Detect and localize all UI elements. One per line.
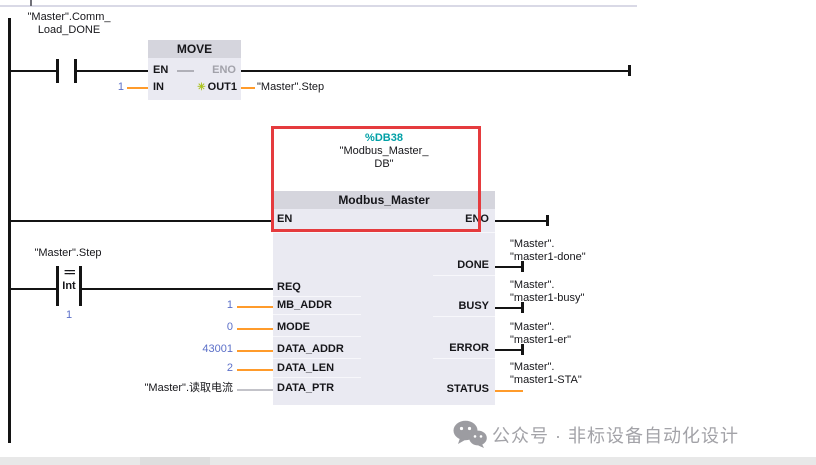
mode-value[interactable]: 0	[226, 321, 233, 333]
wire-req	[82, 288, 273, 290]
row-divider	[273, 336, 361, 337]
db-number[interactable]: %DB38	[365, 132, 403, 144]
wire-end-tick	[521, 344, 524, 355]
wire-constant	[237, 306, 273, 308]
compare-value[interactable]: 1	[65, 309, 73, 321]
contact-tag-line1: "Master".Comm_	[27, 11, 111, 23]
db-name-line1: "Modbus_Master_	[339, 145, 429, 157]
wire-pointer	[237, 389, 273, 391]
contact-left-bar[interactable]	[56, 59, 59, 83]
move-pin-in[interactable]: IN	[153, 81, 164, 93]
wire	[77, 70, 148, 72]
fb-block-title[interactable]: Modbus_Master	[273, 191, 495, 209]
status-tag-line1: "Master".	[510, 361, 555, 373]
compare-left-bar[interactable]	[56, 266, 59, 306]
row-divider	[273, 296, 361, 297]
wire	[11, 288, 56, 290]
row-divider	[273, 232, 495, 233]
mb-addr-value[interactable]: 1	[226, 299, 233, 311]
watermark-text: 公众号 · 非标设备自动化设计	[492, 426, 739, 446]
status-tag[interactable]: "Master". "master1-STA"	[510, 361, 640, 387]
move-pin-eno[interactable]: ENO	[212, 64, 236, 76]
row-divider	[433, 358, 495, 359]
fb-pin-busy[interactable]: BUSY	[458, 300, 489, 312]
compare-type[interactable]: Int	[62, 280, 76, 292]
row-divider	[433, 275, 495, 276]
wire-constant	[237, 350, 273, 352]
wire-operand	[241, 87, 255, 89]
move-out-tag[interactable]: "Master".Step	[257, 81, 325, 93]
star-icon: ✳	[197, 82, 206, 93]
wire-end-tick	[521, 261, 524, 272]
row-divider	[273, 377, 361, 378]
data-len-value[interactable]: 2	[226, 362, 233, 374]
busy-tag-line2: "master1-busy"	[510, 292, 585, 304]
fb-pin-data-addr[interactable]: DATA_ADDR	[277, 343, 344, 355]
wire-operand	[495, 390, 523, 392]
busy-tag-line1: "Master".	[510, 279, 555, 291]
compare-operator[interactable]: ==	[64, 267, 75, 279]
wire-eno-out	[241, 70, 628, 72]
compare-right-bar[interactable]	[79, 266, 82, 306]
busy-tag[interactable]: "Master". "master1-busy"	[510, 279, 640, 305]
row-divider	[433, 316, 495, 317]
contact-right-bar[interactable]	[74, 59, 77, 83]
wire	[495, 307, 521, 309]
wire-constant	[237, 328, 273, 330]
wire-constant	[237, 369, 273, 371]
annotation-rectangle	[271, 126, 481, 232]
fb-pin-data-len[interactable]: DATA_LEN	[277, 362, 335, 374]
wire-en	[11, 220, 273, 222]
fb-pin-req[interactable]: REQ	[277, 281, 301, 293]
contact-tag-line2: Load_DONE	[37, 24, 101, 36]
move-in-value[interactable]: 1	[117, 81, 124, 93]
eno-stub-wire	[177, 70, 194, 72]
wire-end-tick	[546, 215, 549, 226]
wire	[495, 266, 521, 268]
done-tag-line1: "Master".	[510, 238, 555, 250]
wechat-icon	[453, 420, 487, 448]
fb-pin-eno[interactable]: ENO	[465, 213, 489, 225]
move-pin-out1-label: OUT1	[207, 81, 237, 93]
error-tag-line2: "master1-er"	[510, 334, 571, 346]
row-divider	[273, 358, 361, 359]
error-tag-line1: "Master".	[510, 321, 555, 333]
wire-constant	[127, 87, 148, 89]
data-ptr-tag[interactable]: "Master".读取电流	[144, 382, 233, 394]
fb-pin-status[interactable]: STATUS	[446, 383, 489, 395]
power-rail	[8, 18, 11, 443]
row-divider	[273, 314, 361, 315]
wire	[495, 349, 521, 351]
wire-end-tick	[628, 65, 631, 76]
fb-pin-data-ptr[interactable]: DATA_PTR	[277, 382, 335, 394]
error-tag[interactable]: "Master". "master1-er"	[510, 321, 640, 347]
done-tag[interactable]: "Master". "master1-done"	[510, 238, 640, 264]
top-ruler-tick	[30, 0, 32, 6]
done-tag-line2: "master1-done"	[510, 251, 586, 263]
fb-pin-error[interactable]: ERROR	[449, 342, 489, 354]
fb-pin-mb-addr[interactable]: MB_ADDR	[277, 299, 332, 311]
db-name-line2: DB"	[374, 158, 394, 170]
move-block-title[interactable]: MOVE	[148, 40, 241, 58]
contact-tag[interactable]: "Master".Comm_ Load_DONE	[6, 11, 132, 37]
fb-pin-en[interactable]: EN	[277, 213, 293, 225]
top-separator-line	[0, 5, 637, 7]
compare-tag[interactable]: "Master".Step	[34, 247, 102, 259]
fb-pin-mode[interactable]: MODE	[277, 321, 310, 333]
horizontal-scrollbar[interactable]	[0, 457, 816, 465]
move-pin-en[interactable]: EN	[153, 64, 169, 76]
wire	[11, 70, 56, 72]
db-call-label[interactable]: %DB38 "Modbus_Master_ DB"	[273, 132, 495, 171]
data-addr-value[interactable]: 43001	[202, 343, 233, 355]
wire-eno-out	[495, 220, 546, 222]
move-pin-out1[interactable]: ✳OUT1	[197, 81, 237, 94]
move-block[interactable]: MOVE EN ENO IN ✳OUT1	[148, 40, 241, 100]
modbus-master-block[interactable]: Modbus_Master EN ENO REQ MB_ADDR MODE DA…	[273, 191, 495, 405]
fb-pin-done[interactable]: DONE	[457, 259, 489, 271]
wire-end-tick	[521, 302, 524, 313]
status-tag-line2: "master1-STA"	[510, 374, 582, 386]
scrollbar-thumb[interactable]	[140, 457, 210, 465]
